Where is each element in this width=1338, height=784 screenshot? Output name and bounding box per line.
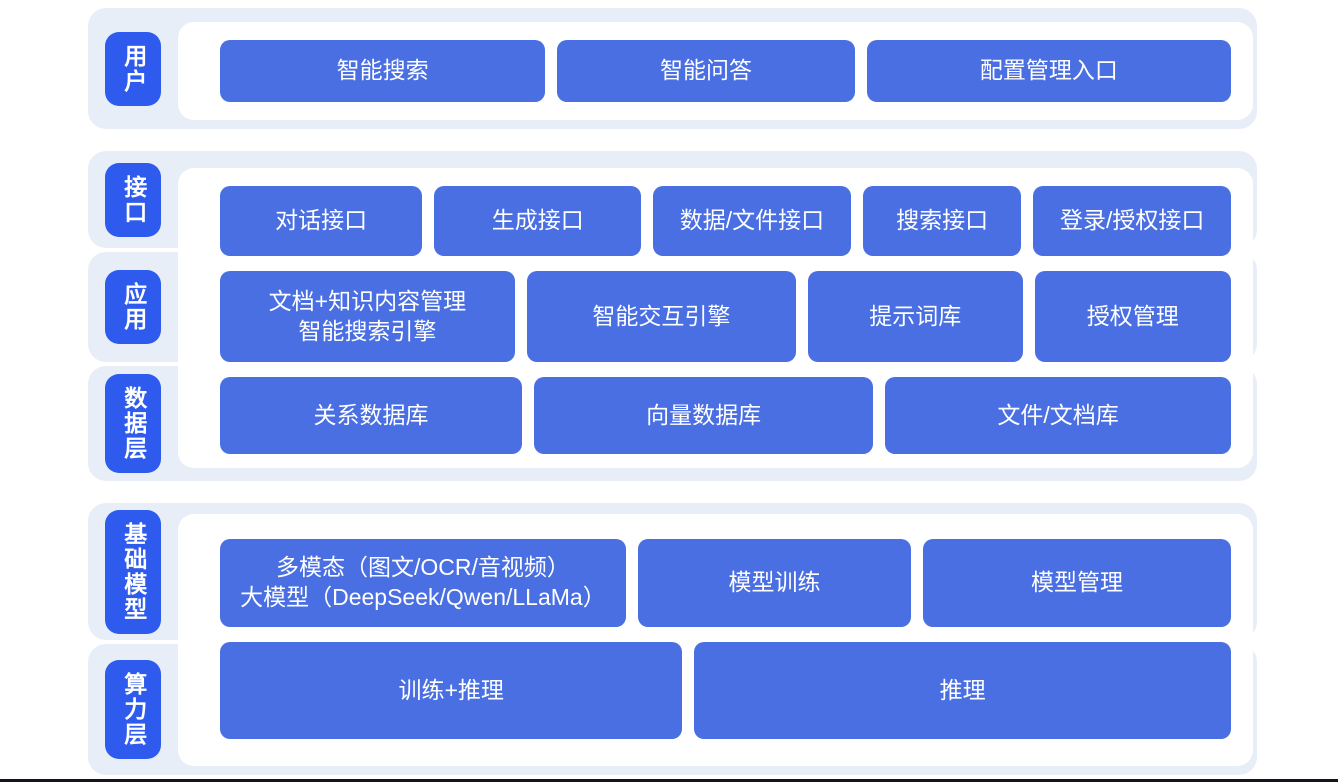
- layer-label-compute: 算力层: [105, 660, 161, 759]
- node-search-api: 搜索接口: [862, 186, 1022, 256]
- node-login-auth-api: 登录/授权接口: [1033, 186, 1232, 256]
- node-smart-interaction-engine: 智能交互引擎: [526, 271, 797, 362]
- node-doc-knowledge-search-engine: 文档+知识内容管理 智能搜索引擎: [220, 271, 515, 362]
- node-smart-search: 智能搜索: [220, 40, 546, 102]
- node-model-management: 模型管理: [923, 539, 1231, 627]
- node-vector-db: 向量数据库: [534, 377, 874, 454]
- bottom-rule: [0, 779, 1338, 782]
- node-multimodal-llm: 多模态（图文/OCR/音视频） 大模型（DeepSeek/Qwen/LLaMa）: [220, 539, 626, 627]
- node-training-plus-inference: 训练+推理: [220, 642, 683, 739]
- node-generation-api: 生成接口: [434, 186, 642, 256]
- node-dialog-api: 对话接口: [220, 186, 423, 256]
- section-interface-application-data: 接口 应用 数据层 对话接口 生成接口 数据/文件接口 搜索接口 登录/授权接口…: [88, 151, 1257, 481]
- node-inference: 推理: [694, 642, 1231, 739]
- node-data-file-api: 数据/文件接口: [653, 186, 851, 256]
- node-config-management-entry: 配置管理入口: [866, 40, 1231, 102]
- layer-label-application: 应用: [105, 270, 161, 344]
- panel-user: 智能搜索 智能问答 配置管理入口: [178, 22, 1253, 120]
- node-auth-management: 授权管理: [1034, 271, 1231, 362]
- node-model-training: 模型训练: [637, 539, 912, 627]
- panel-interface-application-data: 对话接口 生成接口 数据/文件接口 搜索接口 登录/授权接口 文档+知识内容管理…: [178, 168, 1253, 468]
- node-smart-qa: 智能问答: [557, 40, 855, 102]
- layer-label-interface: 接口: [105, 162, 161, 237]
- architecture-diagram: 用户 智能搜索 智能问答 配置管理入口 接口 应用 数据层 对话接口: [88, 0, 1257, 775]
- panel-foundation-model-compute: 多模态（图文/OCR/音视频） 大模型（DeepSeek/Qwen/LLaMa）…: [178, 514, 1253, 766]
- layer-label-user: 用户: [105, 31, 161, 106]
- node-relational-db: 关系数据库: [220, 377, 523, 454]
- section-foundation-model-compute: 基础模型 算力层 多模态（图文/OCR/音视频） 大模型（DeepSeek/Qw…: [88, 503, 1257, 775]
- section-user-layer: 用户 智能搜索 智能问答 配置管理入口: [88, 8, 1257, 129]
- layer-label-foundation-model: 基础模型: [105, 509, 161, 634]
- node-prompt-library: 提示词库: [808, 271, 1023, 362]
- layer-label-data: 数据层: [105, 374, 161, 473]
- node-file-doc-store: 文件/文档库: [885, 377, 1232, 454]
